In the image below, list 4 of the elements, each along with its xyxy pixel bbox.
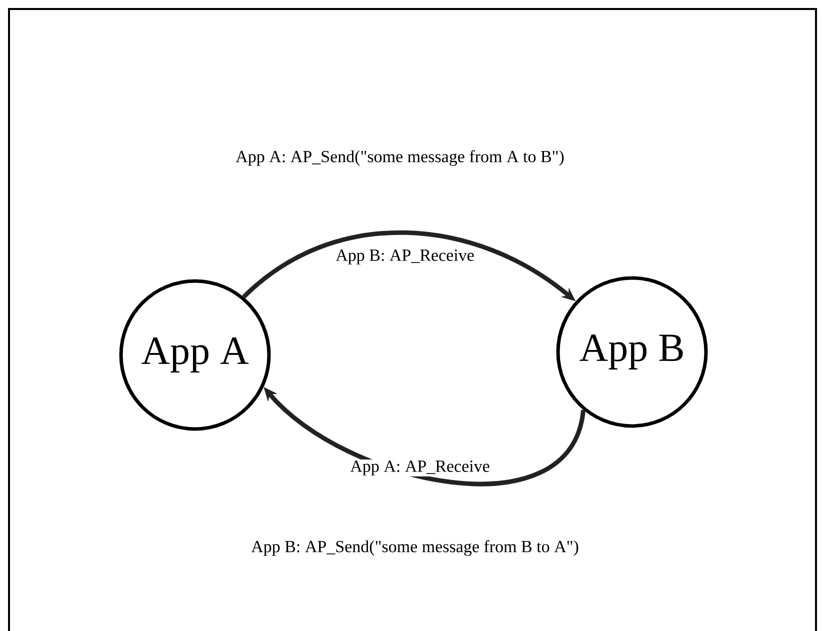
- call-label: App A: AP_Receive: [349, 460, 491, 476]
- call-label: App B: AP_Receive: [334, 248, 476, 266]
- edge-label: App B: AP_Send("some message from B to A"): [251, 540, 578, 556]
- edge-label: App A: AP_Send("some message from A to B"): [236, 150, 564, 166]
